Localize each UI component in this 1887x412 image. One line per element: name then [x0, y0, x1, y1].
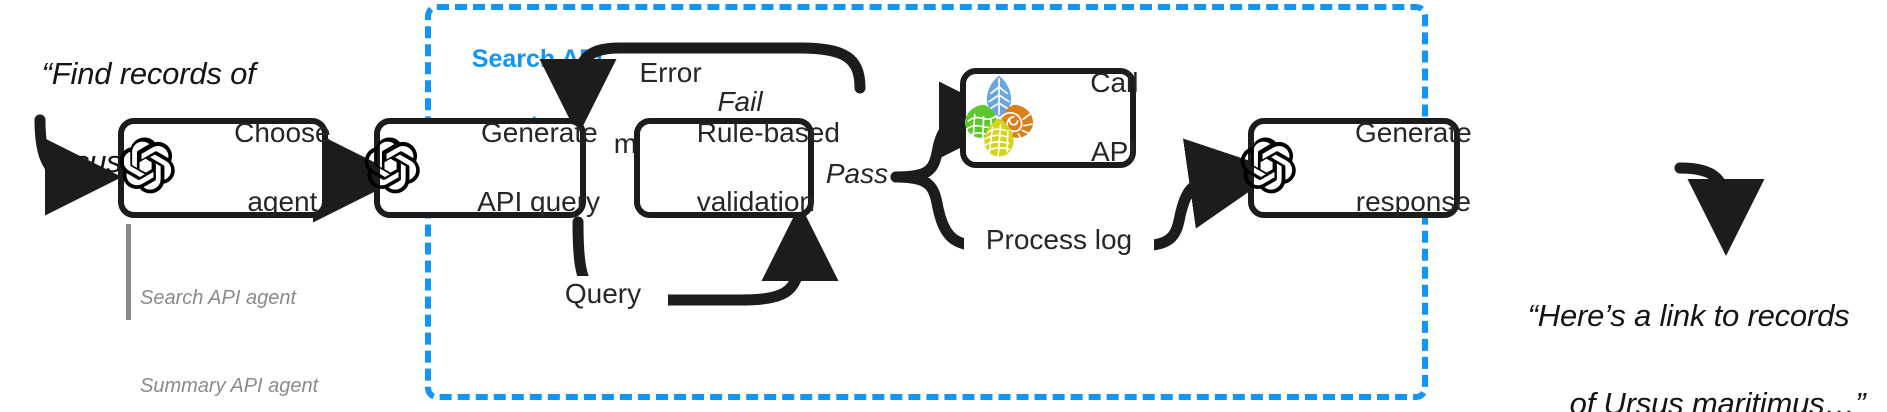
openai-logo-icon [1236, 135, 1298, 202]
arrow-process-log-left [890, 171, 988, 252]
node-generate-response[interactable]: Generate response [1241, 117, 1472, 218]
node-choose-agent-label: Choose agent [234, 116, 331, 218]
openai-logo-icon [115, 135, 177, 202]
final-answer-line1: “Here’s a link to records [1527, 298, 1850, 334]
node-rule-based-validation-label: Rule-based validation [696, 116, 840, 218]
node-choose-agent[interactable]: Choose agent [115, 117, 331, 218]
agent-options-list: Search API agent Summary API agent Downl… [140, 226, 370, 412]
node-generate-response-label: Generate response [1354, 116, 1472, 218]
node-call-api[interactable]: Call API [958, 67, 1138, 168]
openai-logo-icon [360, 135, 422, 202]
node-rule-based-validation[interactable]: Rule-based validation [634, 117, 840, 218]
edge-label-pass: Pass [825, 158, 889, 189]
agent-list-rule [126, 224, 131, 320]
gbif-logo-icon [958, 74, 1040, 163]
edge-label-fail: Fail [717, 86, 763, 117]
arrow-error-message [539, 42, 866, 136]
arrow-query-to-choose [34, 114, 122, 216]
final-answer-text: “Here’s a link to records of Ursus marit… [1494, 250, 1887, 412]
agent-option-summary[interactable]: Summary API agent [140, 374, 319, 397]
edge-label-process-log: Process log [964, 222, 1154, 258]
edge-label-query: Query [538, 276, 668, 312]
error-message-line1: Error [639, 57, 702, 89]
node-generate-api-query[interactable]: Generate API query [364, 117, 600, 218]
arrow-response-to-answer [1674, 162, 1765, 256]
user-query-line1: “Find records of [41, 56, 256, 92]
arrow-callapi-to-response [1182, 138, 1280, 229]
agent-option-search[interactable]: Search API agent [140, 287, 297, 310]
node-generate-api-query-label: Generate API query [477, 116, 601, 218]
node-call-api-label: Call API [1090, 66, 1139, 168]
final-answer-line2: of Ursus maritimus…” [1569, 386, 1866, 412]
